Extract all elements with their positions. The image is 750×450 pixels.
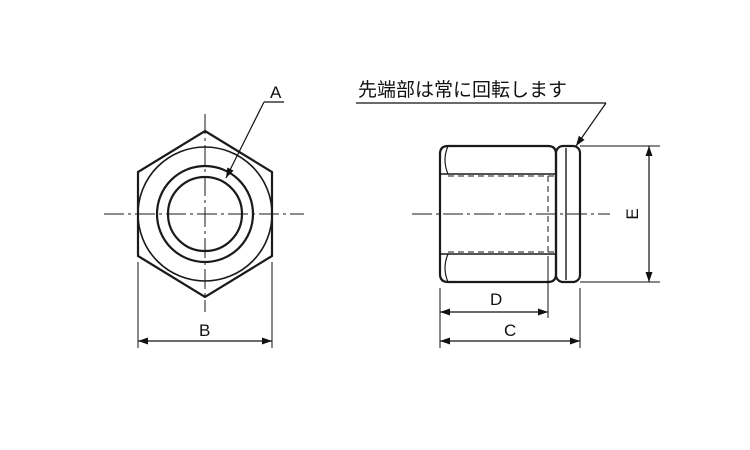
front-view [104, 114, 304, 312]
dimension-c [440, 288, 581, 348]
dimension-e [580, 145, 660, 283]
side-view [412, 144, 610, 284]
label-d: D [490, 290, 502, 309]
label-c: C [504, 321, 516, 340]
label-e: E [623, 208, 642, 219]
hex-outline [136, 129, 274, 299]
dimension-b [137, 262, 273, 348]
label-a: A [270, 83, 282, 102]
note-leader [356, 102, 607, 147]
label-b: B [199, 321, 210, 340]
leader-a [225, 101, 284, 179]
rotation-note: 先端部は常に回転します [358, 79, 567, 101]
